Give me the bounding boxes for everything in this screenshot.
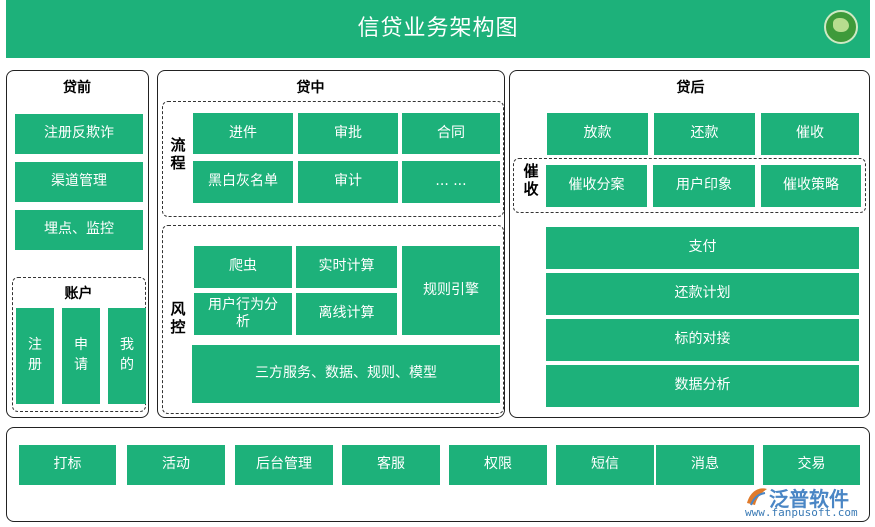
platform-item: 活动 <box>127 445 225 485</box>
pre-loan-panel: 贷前 注册反欺诈 渠道管理 埋点、监控 账户 注册 申请 我的 <box>6 70 149 418</box>
watermark-url: www.fanpusoft.com <box>745 506 858 519</box>
platform-item: 消息 <box>656 445 754 485</box>
platform-item: 打标 <box>19 445 116 485</box>
post-loan-stack-item: 数据分析 <box>546 365 859 407</box>
post-loan-stack-item: 支付 <box>546 227 859 269</box>
post-loan-heading: 贷后 <box>676 80 705 96</box>
pre-loan-item: 渠道管理 <box>15 162 143 202</box>
account-item: 我的 <box>108 308 146 404</box>
pre-loan-item: 注册反欺诈 <box>15 114 143 154</box>
platform-panel: 打标 活动 后台管理 客服 权限 短信 消息 交易 泛普软件 www.fanpu… <box>6 427 870 522</box>
collection-label: 催收 <box>523 162 539 198</box>
platform-item: 权限 <box>449 445 547 485</box>
logo-icon <box>824 10 858 44</box>
process-item: 合同 <box>402 113 500 154</box>
watermark-brand: 泛普软件 <box>769 487 849 511</box>
risk-third-party: 三方服务、数据、规则、模型 <box>192 345 500 403</box>
risk-user-behavior: 用户行为分析 <box>194 293 292 335</box>
platform-item: 交易 <box>763 445 860 485</box>
pre-loan-item: 埋点、监控 <box>15 210 143 250</box>
risk-group: 风控 爬虫 实时计算 用户行为分析 离线计算 规则引擎 三方服务、数据、规则、模… <box>162 225 504 414</box>
account-group: 账户 注册 申请 我的 <box>12 277 146 412</box>
collection-item: 催收策略 <box>761 165 861 207</box>
risk-rule-engine: 规则引擎 <box>402 246 500 335</box>
in-loan-panel: 贷中 流程 进件 审批 合同 黑白灰名单 审计 ... ... 风控 爬虫 实时… <box>157 70 505 418</box>
post-loan-item: 放款 <box>547 113 648 155</box>
collection-item: 催收分案 <box>546 165 647 207</box>
process-item: 进件 <box>193 113 293 154</box>
platform-item: 后台管理 <box>235 445 333 485</box>
process-label: 流程 <box>170 136 186 172</box>
account-item: 注册 <box>16 308 54 404</box>
post-loan-item: 催收 <box>761 113 859 155</box>
process-item: 审计 <box>298 161 398 203</box>
risk-realtime: 实时计算 <box>296 246 397 288</box>
risk-crawler: 爬虫 <box>194 246 292 288</box>
platform-item: 短信 <box>556 445 654 485</box>
post-loan-stack-item: 标的对接 <box>546 319 859 361</box>
post-loan-panel: 贷后 放款 还款 催收 催收 催收分案 用户印象 催收策略 支付 还款计划 标的… <box>509 70 870 418</box>
in-loan-heading: 贷中 <box>296 80 325 96</box>
post-loan-item: 还款 <box>654 113 755 155</box>
page-title: 信贷业务架构图 <box>357 16 519 41</box>
risk-label: 风控 <box>170 300 186 336</box>
pre-loan-heading: 贷前 <box>63 80 91 96</box>
process-item: 黑白灰名单 <box>193 161 293 203</box>
watermark: 泛普软件 www.fanpusoft.com <box>743 483 868 519</box>
account-heading: 账户 <box>64 286 93 302</box>
collection-group: 催收 催收分案 用户印象 催收策略 <box>513 158 866 213</box>
account-item: 申请 <box>62 308 100 404</box>
watermark-logo-icon <box>747 488 767 506</box>
risk-offline: 离线计算 <box>296 293 397 335</box>
collection-item: 用户印象 <box>653 165 755 207</box>
post-loan-stack-item: 还款计划 <box>546 273 859 315</box>
platform-item: 客服 <box>342 445 440 485</box>
process-group: 流程 进件 审批 合同 黑白灰名单 审计 ... ... <box>162 101 504 217</box>
title-bar: 信贷业务架构图 <box>6 0 870 58</box>
process-item: ... ... <box>402 161 500 203</box>
process-item: 审批 <box>298 113 398 154</box>
